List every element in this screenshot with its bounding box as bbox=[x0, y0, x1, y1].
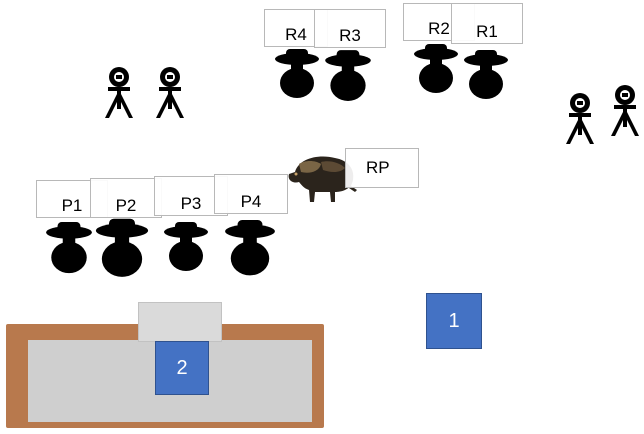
tripod-icon bbox=[105, 67, 133, 118]
seat-label-r3: R3 bbox=[314, 9, 386, 48]
seat-label-p4: P4 bbox=[214, 174, 288, 214]
person-icon bbox=[225, 220, 275, 276]
seat-label-p2: P2 bbox=[90, 178, 162, 218]
tripod-icon bbox=[156, 67, 184, 118]
tripod-icon bbox=[566, 93, 594, 144]
person-icon bbox=[325, 50, 371, 101]
monitor bbox=[138, 302, 222, 342]
person-icon bbox=[46, 222, 92, 274]
animal-label-rp: RP bbox=[345, 148, 419, 188]
tripod-icon bbox=[611, 85, 639, 136]
position-marker-2: 2 bbox=[155, 341, 209, 395]
person-icon bbox=[464, 50, 508, 99]
person-icon bbox=[95, 218, 149, 277]
person-icon bbox=[164, 222, 208, 271]
person-icon bbox=[275, 49, 319, 98]
seat-label-r1: R1 bbox=[451, 3, 523, 44]
position-marker-1: 1 bbox=[426, 293, 482, 349]
person-icon bbox=[414, 44, 458, 93]
